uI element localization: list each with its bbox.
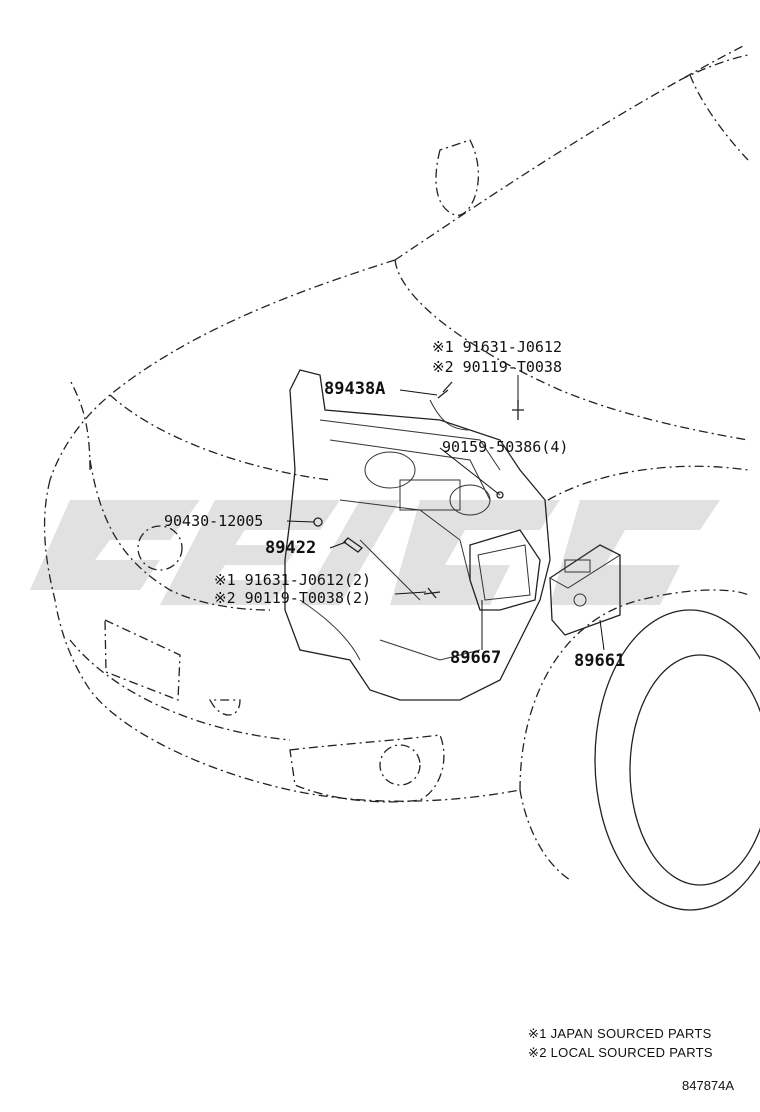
mirror: [435, 139, 480, 216]
bolt-91631-2: [423, 587, 441, 599]
grille-lower: [69, 639, 291, 741]
label-90119-t0038-2: ※2 90119-T0038(2): [214, 589, 372, 607]
label-90119-t0038: ※2 90119-T0038: [432, 358, 562, 376]
hood-front-edge: [49, 259, 396, 481]
ecu-89661: [549, 544, 622, 636]
wheel-rim: [629, 654, 760, 886]
leader-89661: [599, 619, 605, 651]
leader-90159: [439, 447, 501, 496]
license-plate: [104, 618, 181, 701]
wheel-tire: [594, 609, 760, 911]
sensor-89422: [342, 537, 364, 553]
figure-id: 847874A: [682, 1078, 735, 1093]
engine-assembly: [284, 369, 551, 701]
leader-90430: [286, 520, 315, 523]
bolt-90159: [496, 491, 504, 499]
leader-91631-2: [394, 591, 427, 595]
tow-hook-cover: [208, 699, 241, 716]
fog-lamp: [379, 744, 421, 786]
emblem: [137, 525, 183, 571]
grille-upper: [89, 459, 271, 611]
fender-lower: [519, 789, 571, 881]
label-90159-50386: 90159-50386(4): [442, 438, 569, 456]
hood-side-edge: [394, 259, 749, 441]
sensor-89438a: [437, 381, 453, 399]
headlamp-edge: [69, 379, 91, 471]
leader-89438a: [399, 389, 438, 396]
label-89661: 89661: [574, 651, 626, 671]
a-pillar: [689, 74, 749, 161]
watermark-logo: [30, 500, 720, 605]
label-89438a: 89438A: [324, 379, 386, 399]
label-89667: 89667: [450, 648, 502, 668]
fog-lamp-housing: [289, 734, 445, 803]
label-90430-12005: 90430-12005: [164, 512, 264, 530]
roof-line: [679, 54, 749, 81]
label-91631-j0612: ※1 91631-J0612: [432, 338, 562, 356]
legend-japan-sourced: ※1 JAPAN SOURCED PARTS: [528, 1026, 712, 1041]
hood-crease: [109, 394, 331, 481]
fender-arch: [519, 589, 749, 791]
legend-local-sourced: ※2 LOCAL SOURCED PARTS: [528, 1045, 713, 1060]
label-89422: 89422: [265, 538, 317, 558]
fender-top: [547, 465, 749, 501]
label-91631-j0612-2: ※1 91631-J0612(2): [214, 571, 372, 589]
windshield-edge: [394, 44, 746, 261]
leader-89422: [329, 541, 347, 549]
front-bumper: [43, 479, 521, 802]
bracket-89667: [469, 529, 541, 611]
